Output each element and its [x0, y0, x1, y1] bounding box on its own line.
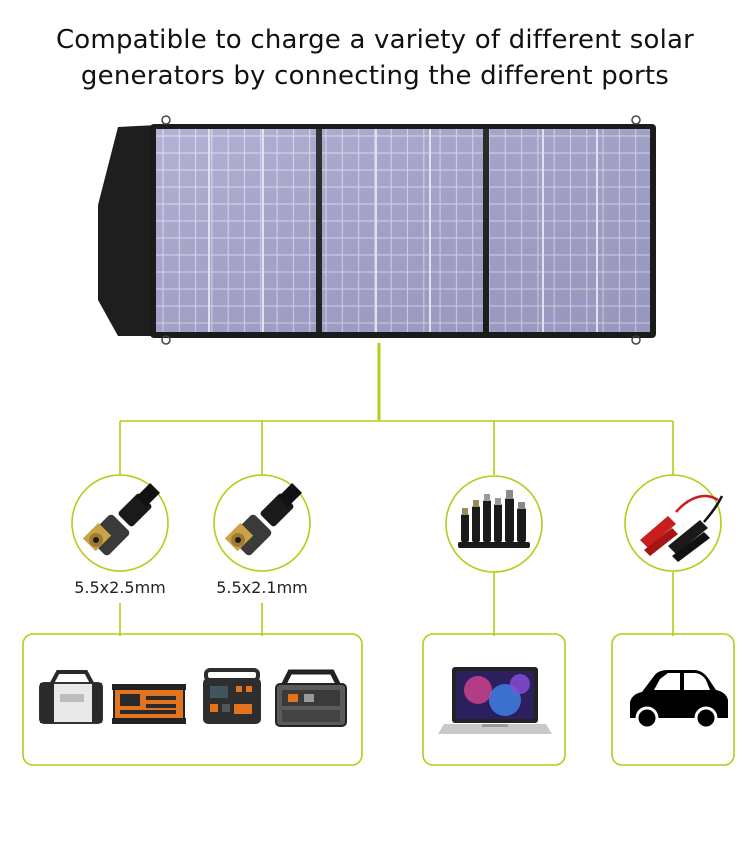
- headline-line-2: generators by connecting the different p…: [80, 61, 670, 91]
- grommet-icon: [161, 335, 171, 345]
- solar-panel: [98, 115, 656, 345]
- headline: Compatible to charge a variety of differ…: [0, 22, 750, 94]
- port-laptop-tips: [445, 475, 543, 573]
- port-alligator-clips: [624, 474, 724, 572]
- power-station-icon: [203, 668, 261, 724]
- connector-tips-icon: [458, 490, 530, 548]
- port-dc-5525: [71, 474, 169, 572]
- laptop-box: [422, 633, 566, 766]
- car-icon: [630, 670, 728, 730]
- panel-pouch-flap: [98, 125, 158, 336]
- power-station-icon: [275, 669, 347, 727]
- port-label-5521: 5.5x2.1mm: [216, 578, 308, 597]
- grommet-icon: [631, 115, 641, 125]
- car-box: [611, 633, 735, 766]
- connector-lines: [119, 343, 674, 636]
- headline-line-1: Compatible to charge a variety of differ…: [55, 25, 695, 55]
- port-label-5525: 5.5x2.5mm: [74, 578, 166, 597]
- power-station-icon: [39, 670, 103, 724]
- port-dc-5521: [213, 474, 311, 572]
- grommet-icon: [161, 115, 171, 125]
- laptop-icon: [438, 667, 552, 734]
- power-station-icon: [112, 684, 186, 724]
- grommet-icon: [631, 335, 641, 345]
- dc-plug-icon: [224, 482, 303, 556]
- generators-box: [22, 633, 363, 766]
- dc-plug-icon: [82, 482, 161, 556]
- alligator-clip-icon: [640, 494, 724, 562]
